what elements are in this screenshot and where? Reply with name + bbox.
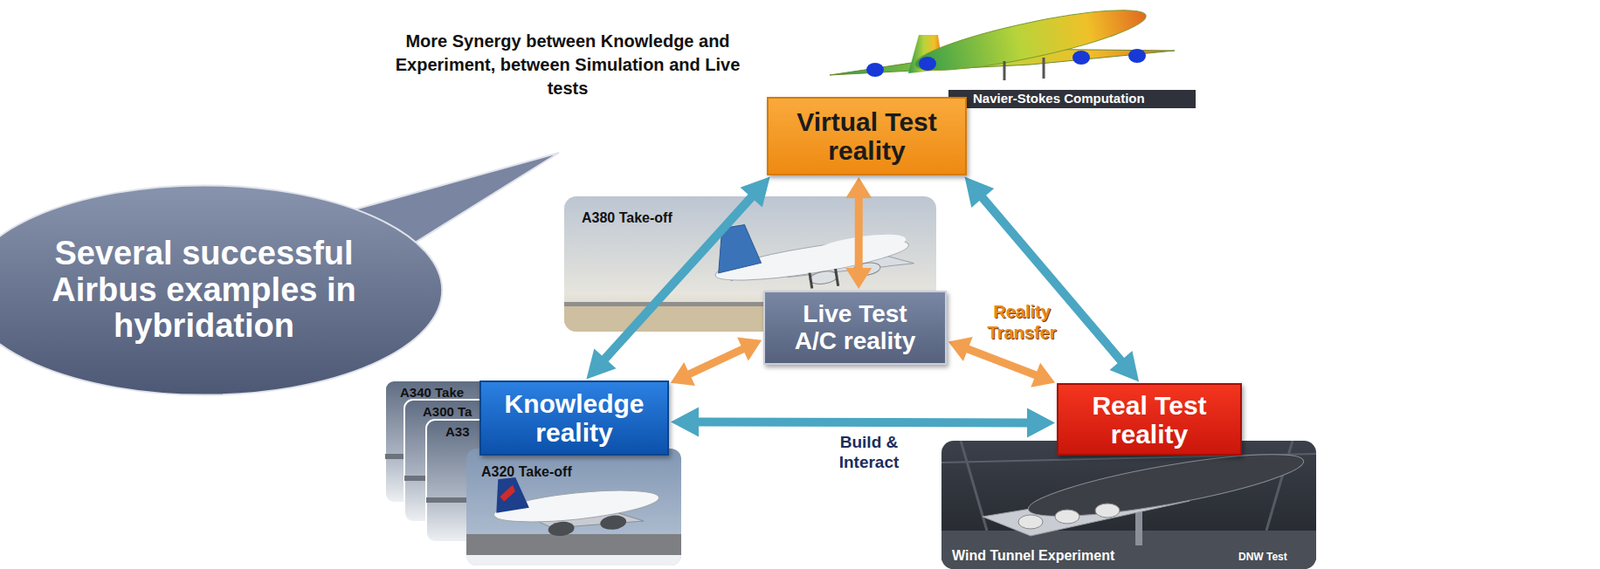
a380-photo [808, 269, 839, 287]
edge-label: Reality Transfer [979, 301, 1064, 344]
a320-photo [466, 448, 682, 566]
double-arrow [670, 337, 762, 387]
cfd-aircraft [948, 89, 1196, 109]
photo-caption: A340 Take [400, 385, 464, 401]
knowledge-box: Knowledge reality [479, 380, 669, 456]
text-group: Virtual Test reality [781, 107, 952, 166]
a320-photo [466, 555, 682, 566]
edge-label: Build & Interact [827, 433, 911, 474]
a320-photo [547, 520, 576, 538]
cfd-aircraft [918, 56, 937, 71]
text-group: Real Test reality [1070, 391, 1228, 449]
virtual-test-box: Virtual Test reality [766, 96, 967, 176]
wind-tunnel-photo [941, 531, 1317, 569]
live-test-box: Live Test A/C reality [763, 290, 947, 366]
photo-caption: A33 [445, 424, 470, 441]
cfd-aircraft [1042, 57, 1046, 79]
node-text: Several successful Airbus examples in hy… [38, 235, 371, 345]
photo-caption: Wind Tunnel Experiment [951, 547, 1115, 565]
speech-bubble: Several successful Airbus examples in hy… [0, 183, 445, 398]
photo-caption: A300 Ta [422, 404, 472, 421]
heading-note: More Synergy between Knowledge and Exper… [384, 29, 752, 101]
text-group: Several successful Airbus examples in hy… [38, 235, 371, 345]
node-text: Live Test A/C reality [787, 301, 924, 356]
cfd-aircraft [866, 62, 884, 77]
wind-tunnel-photo [941, 441, 1317, 569]
cfd-aircraft [911, 0, 1150, 83]
text-group: Knowledge reality [491, 389, 658, 448]
double-arrow [845, 177, 872, 290]
a320-photo [466, 448, 682, 566]
photo-caption: A380 Take-off [581, 209, 673, 227]
cfd-aircraft [829, 0, 1196, 109]
text-group: Live Test A/C reality [787, 301, 924, 356]
wind-tunnel-photo [1055, 510, 1080, 525]
a320-photo [599, 514, 628, 532]
a380-photo [835, 268, 839, 287]
a320-photo [492, 476, 530, 514]
cfd-aircraft [1128, 48, 1146, 63]
bubble-outline [0, 185, 442, 395]
wind-tunnel-photo [1095, 503, 1120, 518]
real-test-box: Real Test reality [1056, 383, 1242, 456]
wind-tunnel-photo [1018, 515, 1043, 530]
node-text: Virtual Test reality [781, 107, 952, 166]
a320-photo [466, 534, 682, 556]
wind-tunnel-photo [941, 441, 1317, 569]
image-caption: Navier-Stokes Computation [972, 90, 1145, 107]
cfd-aircraft [1072, 50, 1090, 65]
a380-photo [809, 273, 813, 290]
double-arrow [948, 337, 1056, 388]
node-text: Real Test reality [1070, 391, 1228, 449]
photo-caption: A320 Take-off [481, 463, 573, 481]
a320-photo [498, 484, 517, 503]
double-arrow [965, 177, 1140, 383]
cfd-aircraft [1003, 61, 1007, 81]
node-text: Knowledge reality [491, 389, 658, 448]
photo-caption: DNW Test [1238, 551, 1288, 564]
